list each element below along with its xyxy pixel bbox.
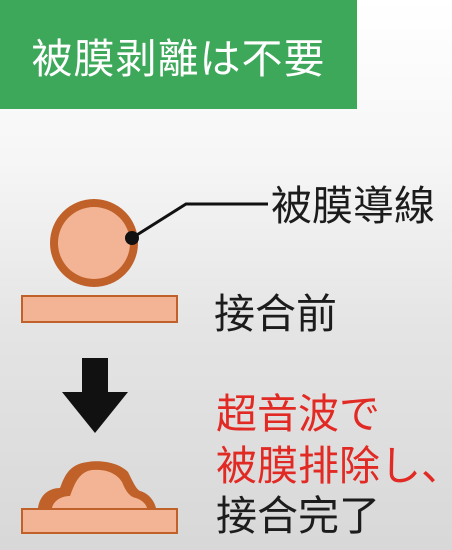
title-banner: 被膜剥離は不要 bbox=[0, 0, 357, 109]
coated-wire-core bbox=[58, 207, 130, 279]
title-text: 被膜剥離は不要 bbox=[31, 34, 326, 83]
leader-dot bbox=[125, 231, 139, 245]
leader-line bbox=[131, 202, 268, 240]
base-plate-after bbox=[21, 508, 178, 534]
process-label-line1: 超音波で bbox=[216, 390, 380, 438]
before-bonding-label: 接合前 bbox=[214, 290, 337, 338]
coated-wire-label: 被膜導線 bbox=[271, 182, 435, 230]
process-label-line3: 接合完了 bbox=[216, 492, 380, 540]
base-plate-before bbox=[21, 295, 178, 323]
process-label-line2: 被膜排除し、 bbox=[216, 442, 452, 490]
down-arrow-icon bbox=[62, 358, 128, 433]
bonded-wire-core bbox=[52, 469, 147, 508]
